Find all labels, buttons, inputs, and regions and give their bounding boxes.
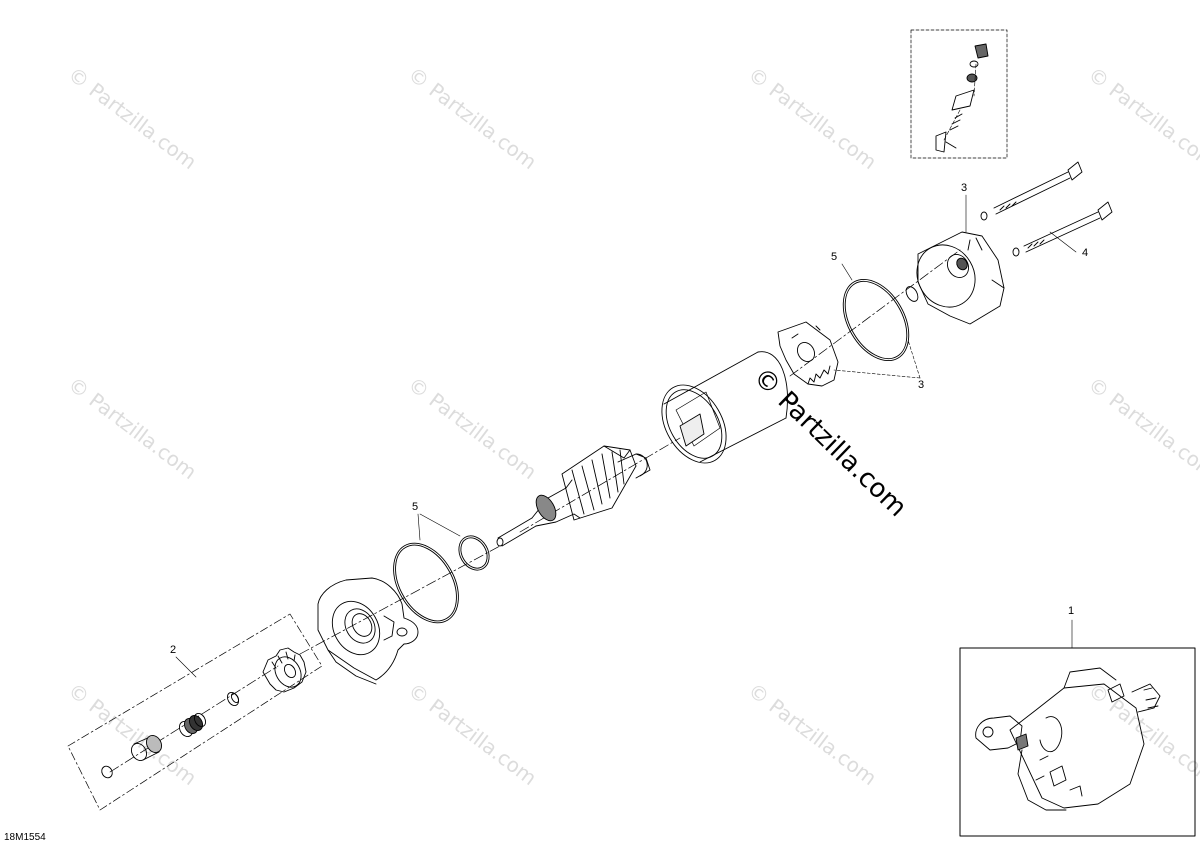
front-end-bracket [317,577,419,685]
inset-frame [959,647,1196,837]
callout-3: 3 [961,182,968,194]
kit-2-outline [67,613,323,811]
assembly-axis [109,249,961,773]
small-washer [905,286,919,302]
callout-5: 5 [831,251,838,263]
armature [496,445,651,547]
large-o-ring [393,542,459,624]
bolt-washer [980,211,1020,257]
callout-5: 5 [412,501,419,513]
callout-4: 4 [1082,247,1089,259]
drive-pinion-gear [262,647,307,693]
brush-plate [777,321,839,387]
callout-2: 2 [170,644,177,656]
callout-1: 1 [1068,605,1075,617]
through-bolt [1023,201,1113,253]
kit-3-outline [910,29,1008,159]
callout-3: 3 [918,379,925,391]
spring [178,712,207,737]
washer [226,691,240,707]
rear-end-cover [916,231,1005,325]
figure-id: 18M1554 [4,832,46,843]
terminal-hardware-kit [935,43,989,153]
small-o-ring [101,765,113,779]
through-bolt [993,161,1083,215]
large-o-ring [842,278,910,362]
leader-lines [175,194,1077,678]
yoke-housing [661,351,788,464]
sleeve-bushing [131,735,162,761]
small-o-ring-5 [458,535,490,571]
assembled-starter [975,667,1161,811]
